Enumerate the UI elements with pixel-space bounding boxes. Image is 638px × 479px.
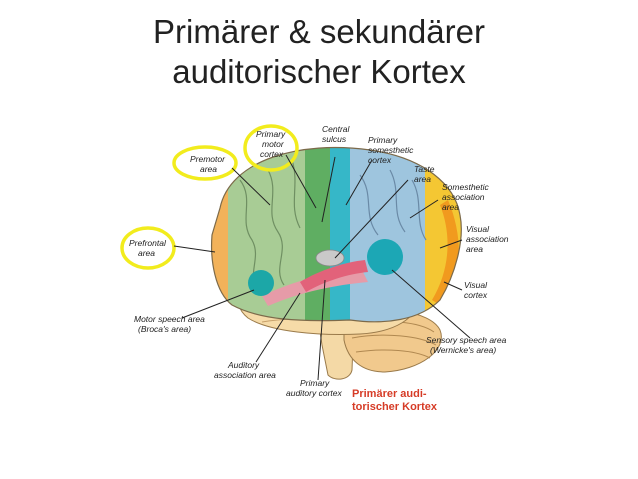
label-sensory-speech-area: Sensory speech area (Wernicke's area) [426, 335, 509, 355]
label-visual-association-area: Visual association area [466, 224, 511, 254]
label-primary-auditory-cortex: Primary auditory cortex [286, 378, 342, 398]
label-motor-speech-area: Motor speech area (Broca's area) [134, 314, 207, 334]
primary-auditory-cortex [300, 260, 368, 292]
highlight-primary-motor [243, 124, 299, 172]
cerebrum [211, 147, 462, 322]
annotation-primary-auditory-cortex: Primärer audi- torischer Kortex [352, 388, 438, 413]
visual-association-region [425, 147, 462, 322]
label-auditory-association-area: Auditory association area [214, 360, 276, 380]
title-line-2: auditorischer Kortex [172, 53, 466, 90]
leader-lines [173, 154, 471, 381]
label-visual-cortex: Visual cortex [464, 280, 489, 300]
label-central-sulcus: Central sulcus [322, 124, 352, 144]
label-somesthetic-association-area: Somesthetic association area [442, 182, 491, 212]
label-primary-motor-cortex: Primary motor cortex [256, 129, 288, 159]
title-line-1: Primärer & sekundärer [153, 13, 485, 50]
primary-somesthetic-region [330, 147, 352, 322]
highlight-premotor [172, 145, 238, 181]
highlight-prefrontal [120, 226, 176, 270]
label-taste-area: Taste area [414, 164, 437, 184]
primary-motor-region [305, 147, 333, 322]
taste-area [315, 249, 345, 267]
label-prefrontal-area: Prefrontal area [129, 238, 168, 258]
label-premotor-area: Premotor area [190, 154, 227, 174]
label-primary-somesthetic-cortex: Primary somesthetic cortex [368, 135, 416, 165]
broca-area [248, 270, 274, 296]
wernicke-area [367, 239, 403, 275]
slide-title: Primärer & sekundärer auditorischer Kort… [0, 12, 638, 92]
auditory-association-area [262, 270, 368, 306]
